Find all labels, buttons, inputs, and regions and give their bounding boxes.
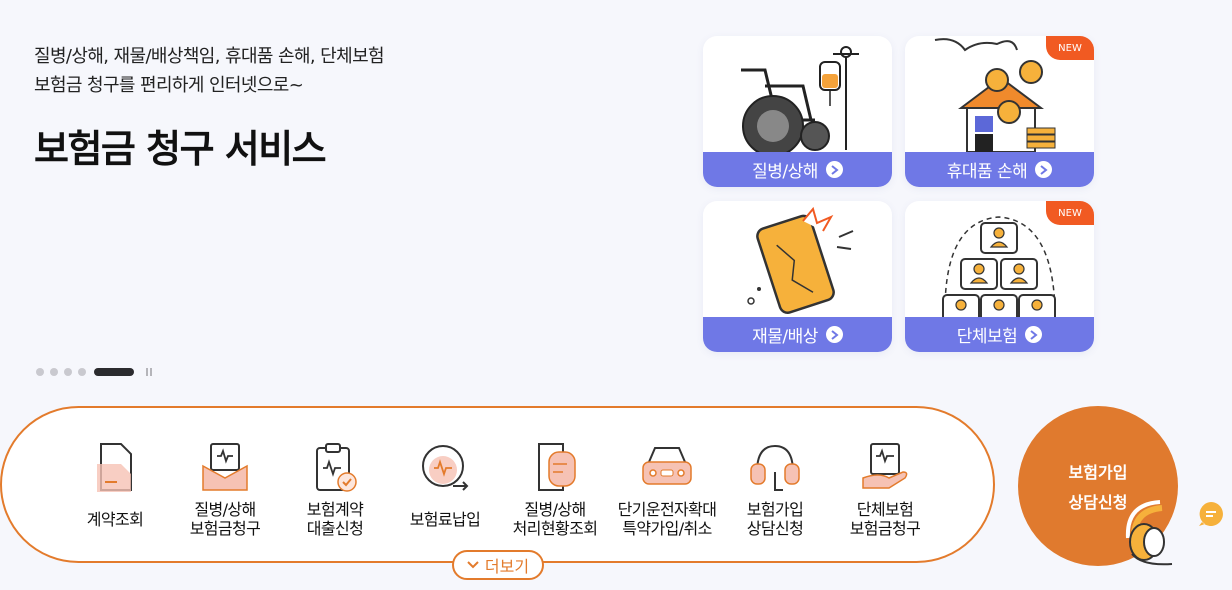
quick-item-label: 보험료납입 bbox=[409, 510, 481, 529]
carousel-dot[interactable] bbox=[50, 368, 58, 376]
card-label-text: 재물/배상 bbox=[752, 327, 818, 347]
chevron-right-icon bbox=[825, 161, 843, 178]
card-label-text: 단체보험 bbox=[956, 327, 1018, 347]
chevron-right-icon bbox=[1025, 326, 1043, 343]
quick-item-contract-inquiry[interactable]: 계약조회 bbox=[60, 442, 170, 529]
hero-subtitle: 질병/상해, 재물/배상책임, 휴대품 손해, 단체보험 보험금 청구를 편리하… bbox=[34, 42, 385, 100]
chat-bubble-icon bbox=[1199, 502, 1223, 526]
carousel-dot[interactable] bbox=[36, 368, 44, 376]
pause-icon[interactable] bbox=[146, 368, 152, 376]
carousel-dot[interactable] bbox=[64, 368, 72, 376]
page-title: 보험금 청구 서비스 bbox=[34, 127, 327, 171]
burning-house-coins-illustration bbox=[934, 38, 1056, 152]
wheelchair-illustration bbox=[741, 46, 859, 152]
card-illness-injury[interactable]: 질병/상해 bbox=[703, 36, 892, 187]
coin-payment-icon bbox=[422, 445, 469, 491]
carousel-dot-active[interactable] bbox=[94, 368, 134, 376]
document-search-icon bbox=[538, 443, 576, 491]
card-label-text: 휴대품 손해 bbox=[946, 162, 1028, 182]
new-badge: NEW bbox=[1046, 36, 1094, 60]
headset-icon bbox=[1125, 500, 1173, 566]
chevron-right-icon bbox=[825, 326, 843, 343]
card-property-liability[interactable]: 재물/배상 bbox=[703, 201, 892, 352]
card-label: 단체보험 bbox=[905, 317, 1094, 352]
chevron-down-icon bbox=[467, 561, 479, 569]
quick-item-label: 계약조회 bbox=[86, 510, 144, 529]
carousel-pagination bbox=[36, 368, 152, 376]
chevron-right-icon bbox=[1035, 161, 1053, 178]
card-label: 재물/배상 bbox=[703, 317, 892, 352]
clipboard-check-icon bbox=[316, 443, 357, 492]
car-icon bbox=[642, 447, 692, 485]
claim-envelope-icon bbox=[202, 443, 248, 491]
consult-label: 보험가입 상담신청 bbox=[1068, 463, 1128, 512]
quick-item-premium-payment[interactable]: 보험료납입 bbox=[390, 442, 500, 529]
card-belongings-damage[interactable]: NEW 휴대품 손해 bbox=[905, 36, 1094, 187]
consult-request-button[interactable]: 보험가입 상담신청 bbox=[1018, 406, 1178, 566]
document-icon bbox=[97, 443, 132, 492]
hero-subtitle-line-1: 질병/상해, 재물/배상책임, 휴대품 손해, 단체보험 bbox=[34, 46, 385, 67]
carousel-dot[interactable] bbox=[78, 368, 86, 376]
more-button-label: 더보기 bbox=[484, 557, 530, 576]
card-label: 휴대품 손해 bbox=[905, 152, 1094, 187]
group-people-illustration bbox=[942, 216, 1056, 317]
more-button[interactable]: 더보기 bbox=[452, 550, 544, 580]
card-label-text: 질병/상해 bbox=[752, 162, 818, 182]
hand-document-icon bbox=[862, 443, 908, 489]
broken-phone-illustration bbox=[747, 206, 854, 314]
card-label: 질병/상해 bbox=[703, 152, 892, 187]
hero-subtitle-line-2: 보험금 청구를 편리하게 인터넷으로~ bbox=[34, 75, 304, 96]
headset-icon bbox=[750, 444, 800, 491]
new-badge: NEW bbox=[1046, 201, 1094, 225]
card-group-insurance[interactable]: NEW 단체보험 bbox=[905, 201, 1094, 352]
